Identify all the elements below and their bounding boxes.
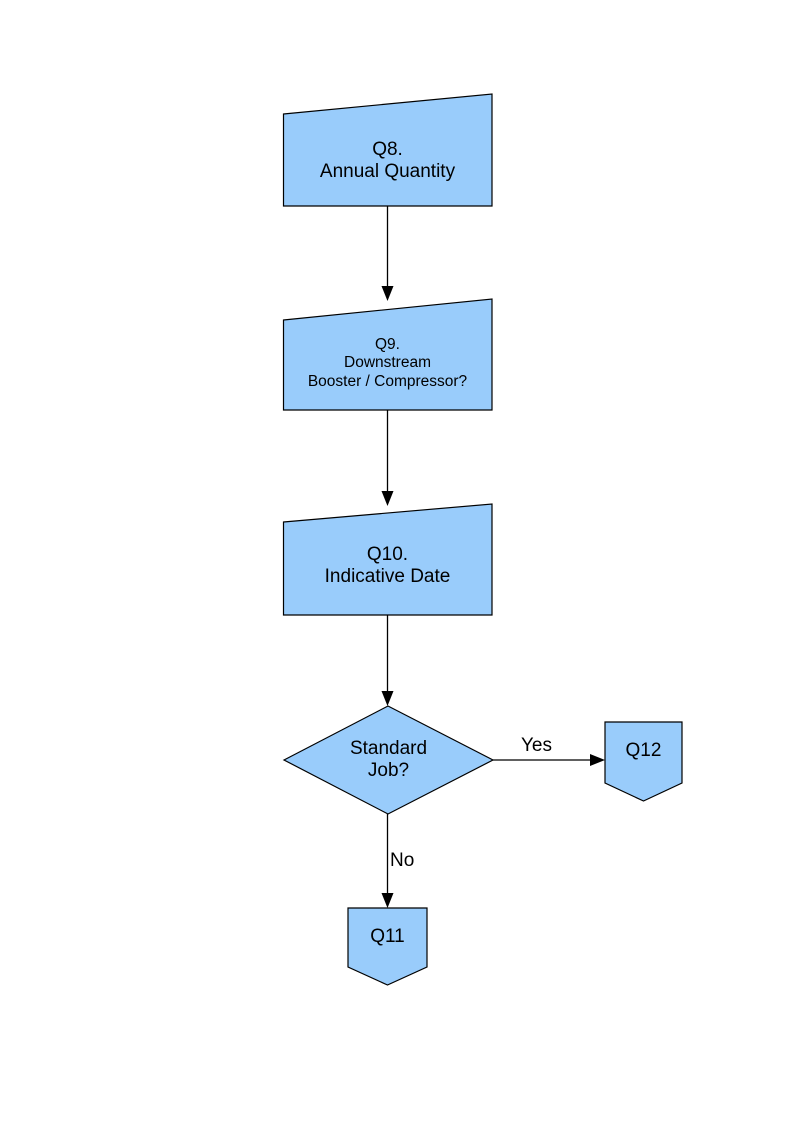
edge-q8-to-q9 — [381, 206, 394, 301]
node-q12-shape[interactable] — [604, 721, 683, 802]
node-q8-shape[interactable] — [282, 93, 493, 207]
node-q9-shape[interactable] — [282, 298, 493, 411]
edge-q9-to-q10 — [381, 410, 394, 506]
node-q10-shape[interactable] — [282, 503, 493, 616]
edge-q10-to-decision — [381, 615, 394, 706]
edge-label-no: No — [390, 850, 415, 871]
node-decision-shape[interactable] — [282, 705, 495, 815]
edge-label-yes: Yes — [521, 735, 552, 756]
node-q11-shape[interactable] — [347, 907, 428, 986]
edge-decision-to-q12 — [493, 754, 605, 766]
edge-decision-to-q11 — [381, 814, 394, 908]
